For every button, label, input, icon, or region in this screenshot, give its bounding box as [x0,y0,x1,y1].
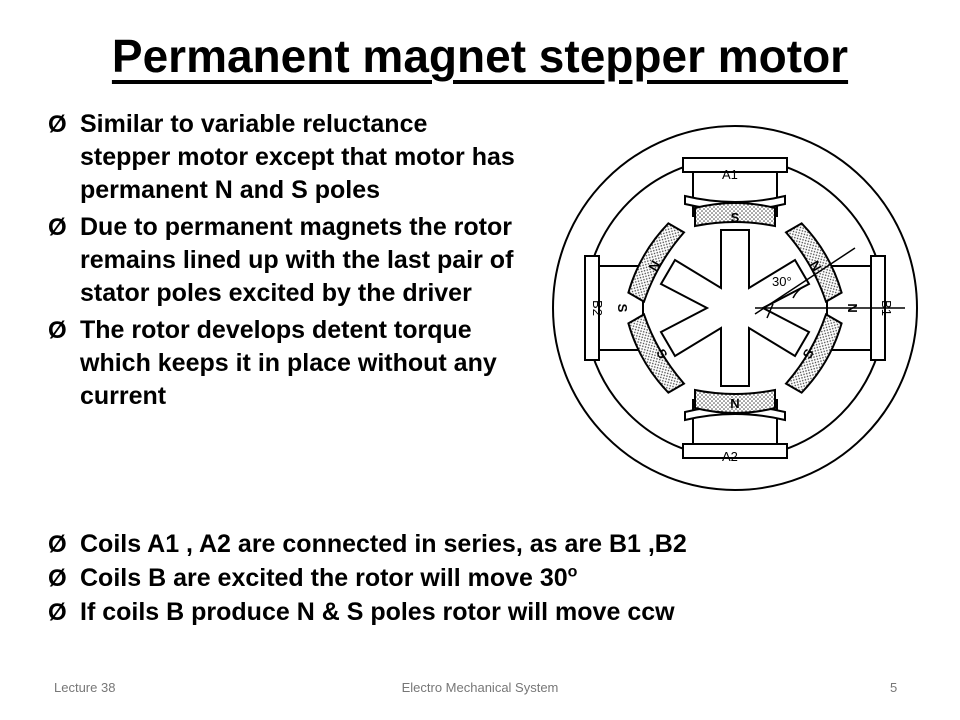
rotor-shoe-upper-left [627,222,686,304]
arrow-bullet-icon: Ø [48,111,67,138]
rotor-shoe-lower-right [784,312,843,394]
degree-superscript: o [567,563,578,581]
stator-letter-left: S [615,304,630,313]
arrow-bullet-icon: Ø [48,599,67,626]
pole-letter-top: S [731,210,740,225]
angle-label: 30° [772,274,792,289]
rotor-shoe-lower-left [627,312,686,394]
rotor-shoe-top [694,202,776,228]
footer-course: Electro Mechanical System [401,680,559,695]
angle-line [754,247,856,315]
rotor-shoe-upper-right [784,222,843,304]
stepper-motor-diagram: A1 A2 B2 B1 S N N N S S S N 30° [552,125,918,491]
rotor-star [659,229,811,387]
stator-letter-right: N [845,303,860,312]
label-a2: A2 [722,449,738,464]
tick-mark [766,303,774,319]
outer-frame [552,125,918,491]
label-a1: A1 [722,167,738,182]
footer-lecture: Lecture 38 [54,680,116,695]
label-b2: B2 [590,300,605,316]
footer-page-number: 5 [890,680,898,695]
arrow-bullet-icon: Ø [48,565,67,592]
arrow-bullet-icon: Ø [48,531,67,558]
pole-letter-bottom: N [730,396,739,411]
slide-title: Permanent magnet stepper motor [111,30,849,82]
angle-arc-arrow [792,285,806,299]
arrow-bullet-icon: Ø [48,214,67,241]
arrow-bullet-icon: Ø [48,317,67,344]
label-b1: B1 [879,300,894,316]
rotor-shoe-bottom [694,388,776,414]
